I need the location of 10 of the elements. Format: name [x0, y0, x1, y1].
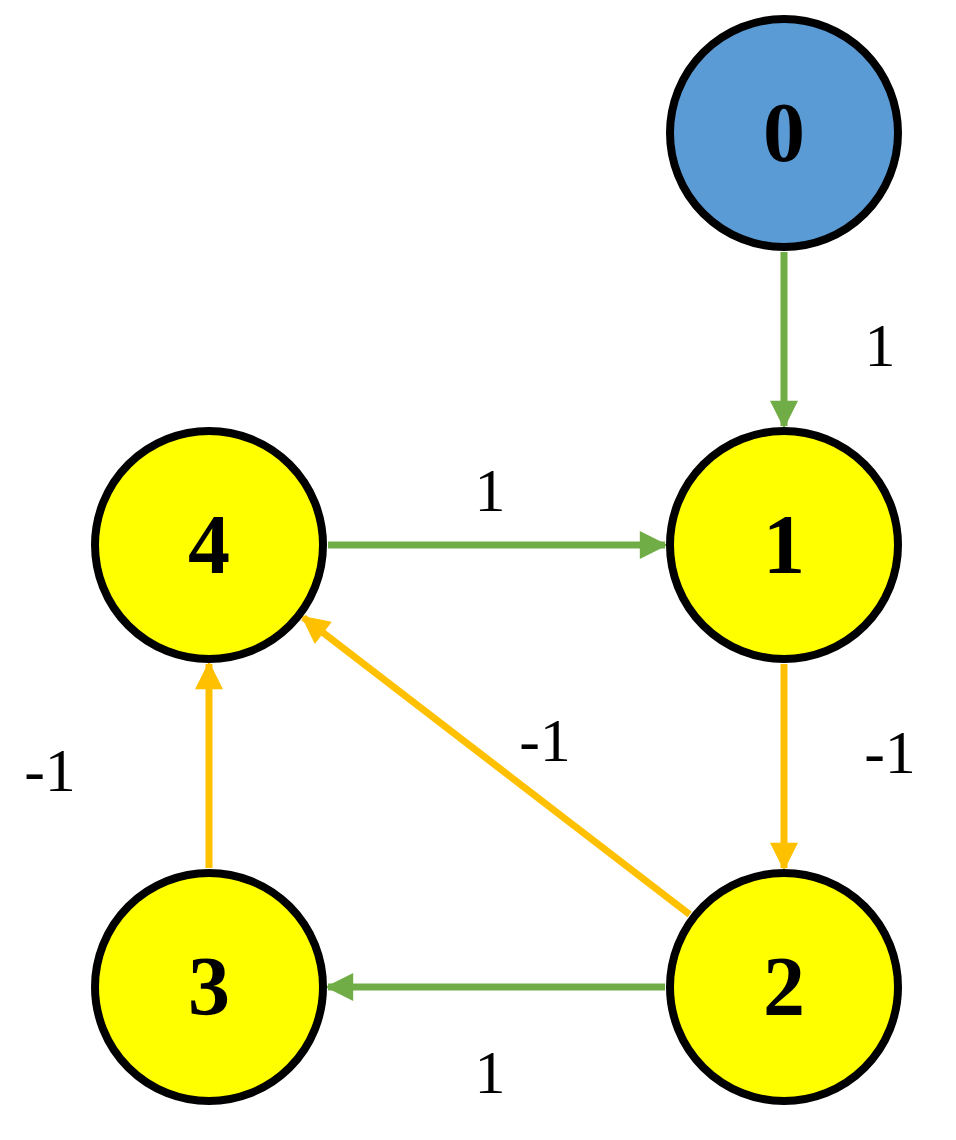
arrow — [770, 252, 798, 429]
arrow — [770, 664, 798, 871]
arrow — [325, 973, 665, 1001]
node-label: 4 — [188, 503, 230, 587]
node-label: 1 — [763, 503, 805, 587]
node-label: 2 — [763, 945, 805, 1029]
arrow — [301, 614, 692, 918]
node-label: 3 — [188, 945, 230, 1029]
node-label: 0 — [763, 91, 805, 175]
arrow — [328, 531, 668, 559]
